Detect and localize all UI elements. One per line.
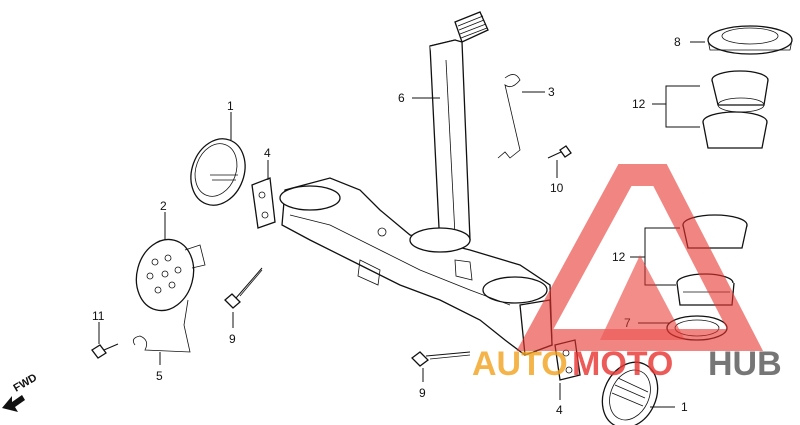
callout-4-bottom: 4 xyxy=(556,403,563,417)
bolt-left xyxy=(224,267,263,309)
watermark-word-hub: HUB xyxy=(708,345,782,383)
steering-stem-shaft xyxy=(429,11,489,249)
forward-direction-indicator: FWD xyxy=(2,372,39,412)
callout-4-top: 4 xyxy=(264,146,271,160)
steering-stem-bridge xyxy=(279,177,553,356)
watermark-word-moto: MOTO xyxy=(572,345,673,383)
upper-bearing xyxy=(711,70,769,113)
callout-9-left: 9 xyxy=(229,332,236,346)
callout-12-mid: 12 xyxy=(612,250,626,264)
fwd-label: FWD xyxy=(12,372,40,395)
bracket-top xyxy=(251,177,276,229)
callout-2: 2 xyxy=(160,199,167,213)
callout-1-top: 1 xyxy=(227,99,234,113)
callout-10: 10 xyxy=(550,181,564,195)
callout-5: 5 xyxy=(156,369,163,383)
watermark-word-auto: AUTO xyxy=(472,345,568,383)
bearing-adjust-nut xyxy=(707,25,793,55)
triangle-logo-icon xyxy=(516,164,764,351)
forward-arrow-icon xyxy=(2,395,25,412)
bolt-bottom xyxy=(411,351,471,367)
callout-12-top: 12 xyxy=(632,97,646,111)
callout-11: 11 xyxy=(92,309,105,323)
spring-clip xyxy=(497,74,521,159)
automotohub-watermark: AUTO MOTO HUB xyxy=(472,164,782,383)
bolt-small xyxy=(547,145,572,159)
callout-3: 3 xyxy=(548,85,555,99)
horn-part xyxy=(135,238,206,312)
wire-bracket xyxy=(132,299,191,353)
stem-cap-top xyxy=(190,138,246,206)
bolt-eleven xyxy=(91,343,119,359)
callout-9-bottom: 9 xyxy=(419,386,426,400)
callout-1-bottom: 1 xyxy=(681,400,688,414)
stem-cap-bottom xyxy=(601,361,659,425)
callout-8: 8 xyxy=(674,35,681,49)
upper-bearing-race xyxy=(702,111,768,149)
callout-6: 6 xyxy=(398,91,405,105)
